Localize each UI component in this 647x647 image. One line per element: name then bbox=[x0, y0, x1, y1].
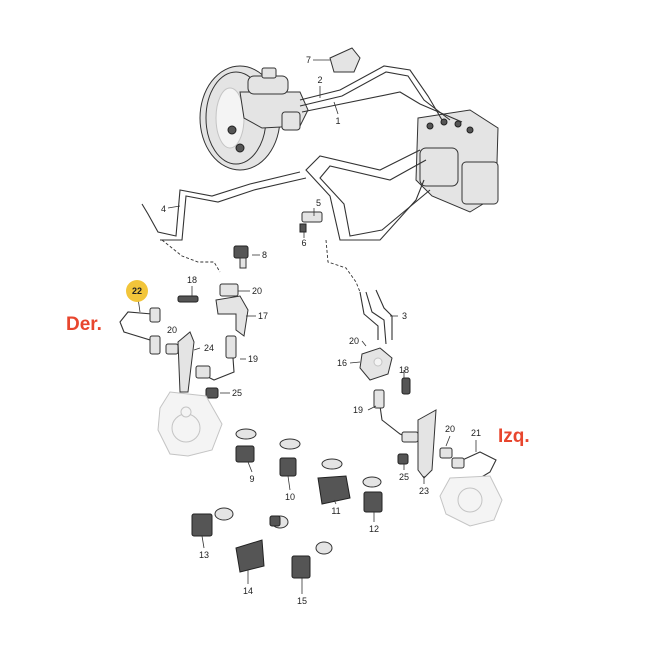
callout-10: 10 bbox=[285, 492, 295, 502]
callout-6: 6 bbox=[301, 238, 306, 248]
part-20-clip-left bbox=[439, 447, 453, 459]
callout-2: 2 bbox=[317, 75, 322, 85]
part-11-clip bbox=[317, 458, 351, 505]
callout-23: 23 bbox=[419, 486, 429, 496]
callout-8: 8 bbox=[262, 250, 267, 260]
part-16-bracket-left bbox=[359, 347, 393, 381]
part-8-connector bbox=[233, 245, 249, 269]
part-20-clip-right bbox=[165, 343, 179, 355]
callout-16: 16 bbox=[337, 358, 347, 368]
callout-4: 4 bbox=[161, 204, 166, 214]
callout-24: 24 bbox=[204, 343, 214, 353]
callout-21: 21 bbox=[471, 428, 481, 438]
callout-5: 5 bbox=[316, 198, 321, 208]
part-25-bolt-left bbox=[397, 453, 409, 465]
part-9-clip bbox=[235, 428, 257, 463]
callout-18-left: 18 bbox=[399, 365, 409, 375]
part-15-clip bbox=[291, 541, 333, 579]
part-19-hose-right bbox=[195, 335, 237, 381]
left-side-label: Izq. bbox=[498, 426, 530, 447]
callout-numbers: 1 2 3 4 5 6 7 8 9 10 11 12 13 14 15 16 1… bbox=[132, 55, 481, 606]
part-5-clip bbox=[299, 211, 323, 233]
part-19-hose-left bbox=[373, 389, 419, 443]
callout-18-right: 18 bbox=[187, 275, 197, 285]
callout-14: 14 bbox=[243, 586, 253, 596]
right-side-label: Der. bbox=[66, 314, 102, 335]
callout-12: 12 bbox=[369, 524, 379, 534]
callout-15: 15 bbox=[297, 596, 307, 606]
callout-19-left: 19 bbox=[353, 405, 363, 415]
part-12-clip bbox=[362, 476, 383, 513]
part-22-brake-hose-right bbox=[119, 307, 161, 355]
callout-9: 9 bbox=[249, 474, 254, 484]
callout-20-left: 20 bbox=[445, 424, 455, 434]
callout-20-right: 20 bbox=[167, 325, 177, 335]
part-18-bolt-right bbox=[177, 295, 199, 303]
callout-17: 17 bbox=[258, 311, 268, 321]
master-cylinder bbox=[239, 67, 309, 131]
abs-unit bbox=[415, 109, 499, 213]
callout-7: 7 bbox=[306, 55, 311, 65]
part-18-bolt-left bbox=[401, 377, 411, 395]
part-7-bracket bbox=[329, 47, 361, 73]
left-wheel-hub-ghost bbox=[439, 475, 503, 527]
part-23-bracket-left bbox=[417, 409, 437, 479]
callout-1: 1 bbox=[335, 116, 340, 126]
part-24-bracket-right bbox=[177, 331, 195, 393]
part-25-bolt-right bbox=[205, 387, 219, 399]
right-wheel-hub-ghost bbox=[157, 391, 223, 457]
part-17-bracket-right bbox=[215, 283, 249, 337]
callout-3: 3 bbox=[402, 311, 407, 321]
callout-19-right: 19 bbox=[248, 354, 258, 364]
brake-pipes bbox=[141, 65, 463, 345]
part-13-clip bbox=[191, 507, 234, 537]
callout-20-top: 20 bbox=[252, 286, 262, 296]
callout-22: 22 bbox=[132, 286, 142, 296]
part-14-clip bbox=[235, 515, 289, 573]
part-10-clip bbox=[279, 438, 301, 477]
callout-25-right: 25 bbox=[232, 388, 242, 398]
highlight-badge bbox=[126, 280, 148, 302]
callout-13: 13 bbox=[199, 550, 209, 560]
callout-11: 11 bbox=[331, 506, 340, 516]
callout-20-center: 20 bbox=[349, 336, 359, 346]
callout-25-left: 25 bbox=[399, 472, 409, 482]
